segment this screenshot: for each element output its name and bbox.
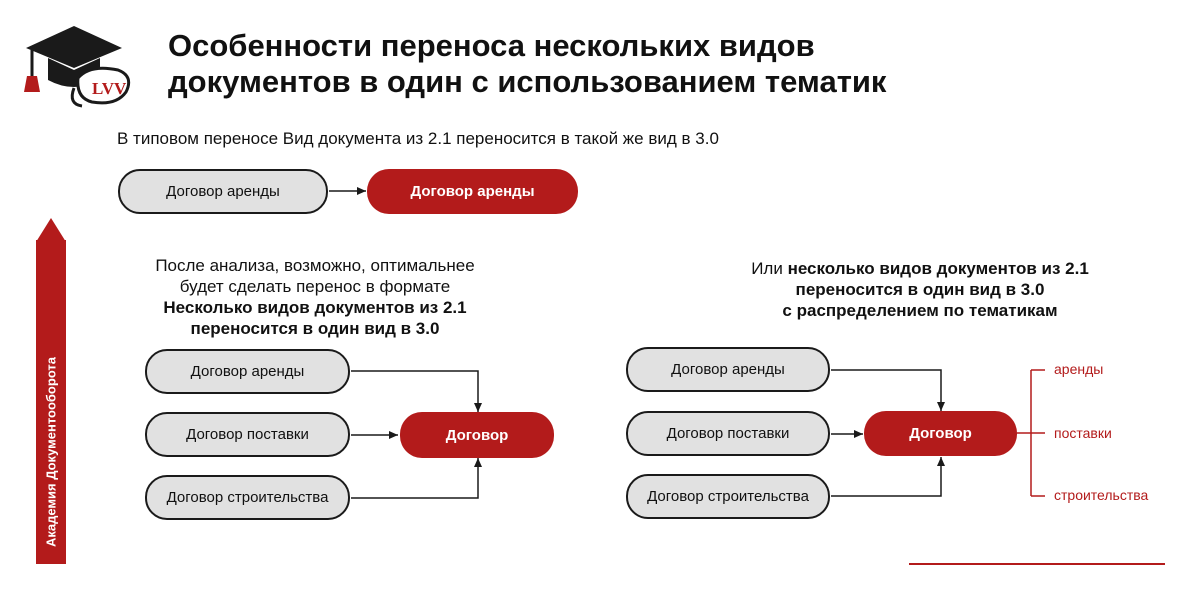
arrow-right-stroitelstva <box>831 457 945 497</box>
logo-icon: LVV <box>24 26 131 108</box>
top-source-node: Договор аренды <box>118 169 328 214</box>
left-target-node: Договор <box>400 412 554 458</box>
arrow-right-arendy <box>831 369 945 411</box>
left-caption: После анализа, возможно, оптимальнее буд… <box>100 255 530 339</box>
right-caption-bold-1: несколько видов документов из 2.1 <box>787 259 1089 278</box>
topic-label: аренды <box>1054 361 1104 377</box>
top-target-node: Договор аренды <box>367 169 578 214</box>
right-source-node: Договор поставки <box>626 411 830 456</box>
right-source-node: Договор строительства <box>626 474 830 519</box>
sidebar-arrow <box>36 218 66 242</box>
footer-rule <box>909 563 1165 565</box>
arrow-left-stroitelstva <box>351 458 482 499</box>
left-source-node: Договор поставки <box>145 412 350 457</box>
right-caption-bold-2: переносится в один вид в 3.0 <box>795 280 1045 299</box>
sidebar-banner <box>36 240 66 564</box>
right-source-node: Договор аренды <box>626 347 830 392</box>
left-caption-line-1: После анализа, возможно, оптимальнее <box>155 256 475 275</box>
page-title: Особенности переноса нескольких видов до… <box>168 28 886 100</box>
logo-text: LVV <box>92 79 127 98</box>
left-source-node: Договор строительства <box>145 475 350 520</box>
intro-text: В типовом переносе Вид документа из 2.1 … <box>117 129 719 148</box>
page-title-line-2: документов в один с использованием темат… <box>168 64 887 99</box>
arrow-left-arendy <box>351 370 482 412</box>
left-caption-bold-2: переносится в один вид в 3.0 <box>190 319 440 338</box>
right-caption: Или несколько видов документов из 2.1 пе… <box>690 258 1150 321</box>
left-caption-line-2: будет сделать перенос в формате <box>179 277 451 296</box>
right-caption-plain: Или <box>751 259 788 278</box>
right-caption-bold-3: с распределением по тематикам <box>782 301 1058 320</box>
topic-label: поставки <box>1054 425 1112 441</box>
right-target-node: Договор <box>864 411 1017 456</box>
page-title-line-1: Особенности переноса нескольких видов <box>168 28 815 63</box>
left-caption-bold-1: Несколько видов документов из 2.1 <box>163 298 467 317</box>
left-source-node: Договор аренды <box>145 349 350 394</box>
topic-label: строительства <box>1054 487 1149 503</box>
